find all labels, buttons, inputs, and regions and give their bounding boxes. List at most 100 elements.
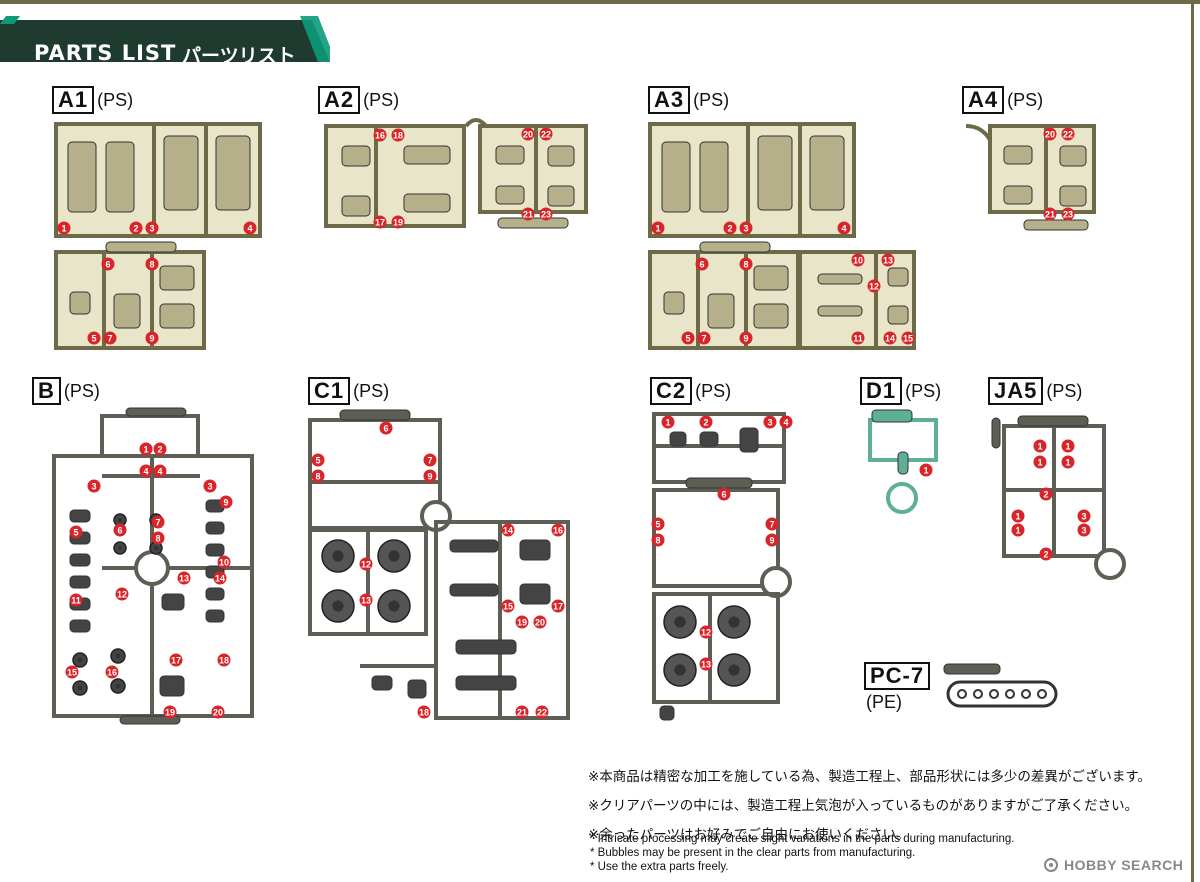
part-number-label: 9 (223, 498, 228, 508)
small-part (159, 265, 195, 291)
part-number-label: 15 (503, 602, 513, 612)
runner-tag (871, 409, 913, 423)
wheel-part (663, 653, 697, 687)
arm-part (661, 141, 691, 213)
part-number-label: 22 (1063, 130, 1073, 140)
part-number-marker (919, 463, 933, 477)
part-number-marker (837, 221, 851, 235)
part-number-marker (217, 653, 231, 667)
wheel-hub (77, 657, 83, 663)
part-number-label: 3 (743, 224, 748, 234)
small-part (69, 553, 91, 567)
part-number-marker (723, 221, 737, 235)
part-number-label: 14 (503, 526, 513, 536)
part-number-label: 20 (213, 708, 223, 718)
runner-material: (PS) (63, 380, 100, 401)
small-part (113, 293, 141, 329)
part-number-marker (177, 571, 191, 585)
clear-part (897, 451, 909, 475)
runner-ring (1094, 548, 1126, 580)
part-number-label: 6 (699, 260, 704, 270)
part-number-label: 7 (427, 456, 432, 466)
small-part (1059, 145, 1087, 167)
small-part (887, 305, 909, 325)
note-jp-2: ※クリアパーツの中には、製造工程上気泡が入っているものがありますがご了承ください… (588, 798, 1139, 814)
part-number-label: 16 (375, 131, 385, 141)
part-number-marker (391, 215, 405, 229)
part-number-marker (779, 415, 793, 429)
part-number-marker (213, 571, 227, 585)
part-number-label: 15 (903, 334, 913, 344)
small-part (547, 145, 575, 167)
small-part (69, 291, 91, 315)
part-number-label: 16 (107, 668, 117, 678)
part-number-marker (311, 453, 325, 467)
part-number-label: 1 (1037, 442, 1042, 452)
part-number-marker (105, 665, 119, 679)
leg-part (757, 135, 793, 211)
part-number-marker (1061, 439, 1075, 453)
part-number-label: 17 (553, 602, 563, 612)
part-number-marker (139, 442, 153, 456)
part-number-label: 2 (703, 418, 708, 428)
runner-tag (339, 409, 411, 421)
part-number-marker (87, 479, 101, 493)
part-number-label: 13 (883, 256, 893, 266)
small-part (753, 303, 789, 329)
part-number-marker (359, 557, 373, 571)
part-number-label: 22 (541, 130, 551, 140)
part-number-marker (423, 453, 437, 467)
part-number-marker (115, 587, 129, 601)
small-part (1003, 185, 1033, 205)
part-number-label: 3 (149, 224, 154, 234)
part-number-label: 20 (523, 130, 533, 140)
note-en-3: * Use the extra parts freely. (590, 861, 729, 873)
small-part (205, 543, 225, 557)
part-number-label: 17 (375, 218, 385, 228)
part-number-marker (69, 593, 83, 607)
parts-list-banner: PARTS LIST パーツリスト (0, 16, 330, 67)
part-number-marker (1033, 455, 1047, 469)
part-number-label: 7 (155, 518, 160, 528)
part-number-marker (145, 331, 159, 345)
part-number-label: 16 (553, 526, 563, 536)
part-number-marker (901, 331, 915, 345)
note-en-2: * Bubbles may be present in the clear pa… (590, 847, 916, 859)
wheel-hub (117, 517, 123, 523)
round-part (72, 680, 88, 696)
small-part (887, 267, 909, 287)
part-number-label: 4 (143, 467, 148, 477)
part-number-marker (535, 705, 549, 719)
page-title: PARTS LIST (34, 41, 177, 65)
part-number-label: 1 (1037, 458, 1042, 468)
small-part (69, 575, 91, 589)
small-part (371, 675, 393, 691)
polycap-part (1037, 689, 1047, 699)
part-number-marker (1077, 523, 1091, 537)
part-number-marker (699, 415, 713, 429)
runner-label-c2: C2 (PS) (650, 377, 731, 405)
part-number-marker (717, 487, 731, 501)
small-part (403, 145, 451, 165)
small-part (161, 593, 185, 611)
barrel-part (449, 583, 499, 597)
part-number-marker (65, 665, 79, 679)
part-number-label: 13 (361, 596, 371, 606)
part-number-label: 7 (769, 520, 774, 530)
part-number-label: 7 (701, 334, 706, 344)
small-part (1059, 185, 1087, 207)
runner-label-a3: A3 (PS) (648, 86, 729, 114)
arm-part (699, 141, 729, 213)
part-number-marker (881, 253, 895, 267)
small-part (495, 185, 525, 205)
wheel-part (377, 539, 411, 573)
small-part (159, 675, 185, 697)
part-number-label: 2 (1043, 550, 1048, 560)
part-number-marker (1061, 127, 1075, 141)
part-number-marker (373, 128, 387, 142)
small-part (753, 265, 789, 291)
part-number-label: 8 (149, 260, 154, 270)
small-part (817, 273, 863, 285)
peg-part (149, 513, 163, 527)
part-number-marker (739, 331, 753, 345)
